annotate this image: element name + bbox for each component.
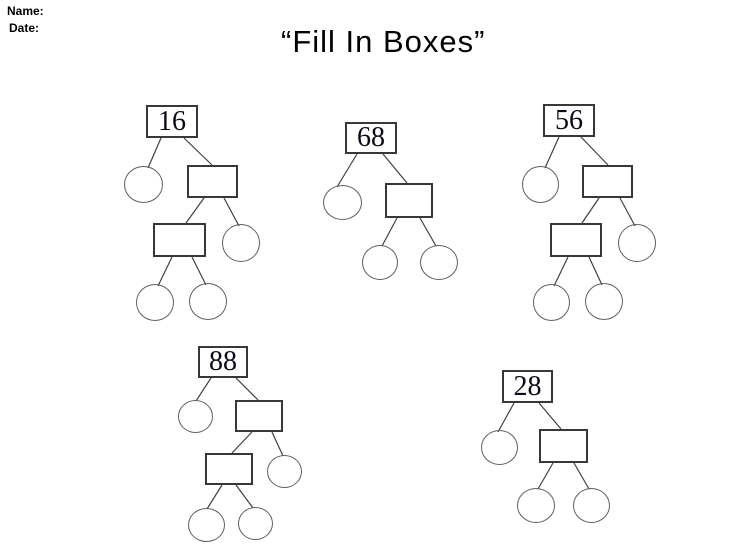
- answer-box[interactable]: [205, 453, 253, 485]
- connector-line: [497, 402, 515, 433]
- answer-circle[interactable]: [420, 245, 458, 280]
- answer-box[interactable]: [539, 429, 588, 463]
- answer-circle[interactable]: [267, 455, 302, 488]
- name-label: Name:: [7, 4, 44, 18]
- root-number-box: 88: [198, 346, 248, 378]
- answer-box[interactable]: [235, 400, 283, 432]
- answer-circle[interactable]: [188, 508, 225, 542]
- connector-line: [157, 256, 173, 287]
- answer-circle[interactable]: [124, 166, 163, 203]
- answer-box[interactable]: [153, 223, 206, 257]
- connector-line: [588, 256, 603, 286]
- connector-line: [185, 197, 205, 224]
- connector-line: [580, 136, 609, 166]
- root-number-box: 56: [543, 104, 595, 137]
- answer-circle[interactable]: [585, 283, 623, 320]
- connector-line: [381, 217, 398, 247]
- connector-line: [231, 431, 253, 454]
- connector-line: [382, 153, 408, 184]
- connector-line: [419, 217, 437, 247]
- connector-line: [544, 136, 560, 169]
- tree-16-connectors: [147, 137, 240, 287]
- date-label: Date:: [9, 21, 40, 35]
- root-number-box: 28: [502, 370, 553, 403]
- connector-line: [619, 197, 636, 227]
- root-number-box: 16: [146, 105, 198, 138]
- connector-line: [573, 462, 590, 490]
- answer-box[interactable]: [385, 183, 433, 218]
- answer-circle[interactable]: [481, 430, 518, 465]
- answer-circle[interactable]: [238, 507, 273, 540]
- answer-circle[interactable]: [323, 185, 362, 220]
- connector-line: [191, 256, 207, 286]
- connector-line: [553, 256, 569, 287]
- connector-line: [271, 431, 284, 457]
- answer-circle[interactable]: [618, 224, 656, 262]
- connector-line: [538, 402, 562, 430]
- connector-line: [206, 484, 223, 510]
- connector-line: [581, 197, 600, 224]
- answer-circle[interactable]: [522, 166, 559, 203]
- connector-line: [537, 462, 554, 490]
- page-title: “Fill In Boxes”: [281, 24, 486, 59]
- answer-box[interactable]: [187, 165, 238, 198]
- connector-line: [195, 377, 212, 402]
- connector-line: [183, 137, 213, 166]
- answer-circle[interactable]: [222, 224, 260, 262]
- answer-box[interactable]: [582, 165, 633, 198]
- connector-line: [235, 484, 254, 509]
- connector-line: [336, 153, 358, 188]
- answer-circle[interactable]: [533, 284, 570, 321]
- tree-56-connectors: [544, 136, 636, 287]
- connector-line: [223, 197, 240, 227]
- tree-88-connectors: [195, 377, 284, 510]
- answer-circle[interactable]: [136, 284, 174, 321]
- root-number-box: 68: [345, 122, 397, 154]
- answer-circle[interactable]: [178, 400, 213, 433]
- connector-line: [147, 137, 162, 169]
- answer-circle[interactable]: [362, 245, 398, 280]
- tree-68-connectors: [336, 153, 437, 247]
- answer-circle[interactable]: [517, 488, 555, 523]
- connector-line: [235, 377, 259, 401]
- tree-28-connectors: [497, 402, 590, 490]
- answer-box[interactable]: [550, 223, 602, 257]
- answer-circle[interactable]: [573, 488, 610, 523]
- answer-circle[interactable]: [189, 283, 227, 320]
